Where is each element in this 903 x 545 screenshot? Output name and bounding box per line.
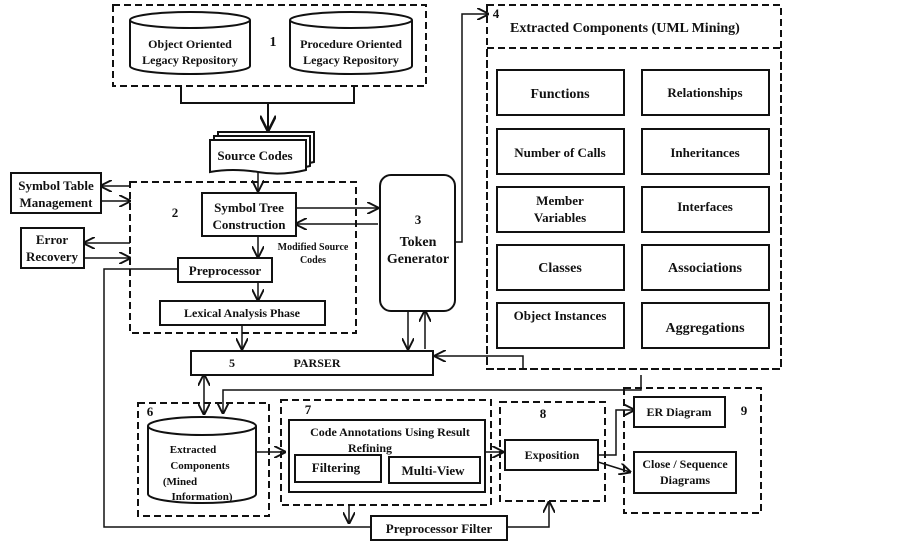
exposition-label: Exposition bbox=[525, 448, 580, 462]
er-diagram-label: ER Diagram bbox=[647, 405, 712, 419]
group-number-3: 3 bbox=[415, 212, 422, 227]
group-number-9: 9 bbox=[741, 403, 748, 418]
group-number-4: 4 bbox=[493, 6, 500, 21]
source-codes-label: Source Codes bbox=[217, 148, 292, 163]
group-number-2: 2 bbox=[172, 205, 179, 220]
token-generator-box bbox=[379, 174, 456, 312]
associations-label: Associations bbox=[668, 261, 742, 276]
functions-box bbox=[496, 69, 625, 116]
output-diagrams-group bbox=[623, 387, 762, 514]
parser-label: PARSER bbox=[293, 356, 340, 370]
lexical-analysis-label: Lexical Analysis Phase bbox=[184, 306, 301, 320]
mined-info-label-3: (Mined bbox=[163, 476, 197, 488]
functions-label: Functions bbox=[530, 87, 590, 102]
annotations-label-2: Refining bbox=[348, 441, 392, 455]
inheritances-box bbox=[641, 128, 770, 175]
oo-repository-cylinder bbox=[129, 11, 251, 75]
mined-info-cylinder bbox=[147, 416, 257, 504]
modified-source-label-1: Modified Source bbox=[278, 242, 349, 253]
group-number-1: 1 bbox=[270, 35, 277, 50]
interfaces-box bbox=[641, 186, 770, 233]
multi-view-box bbox=[388, 456, 481, 484]
token-generator-label-1: Token bbox=[400, 235, 437, 250]
token-to-components-arrow bbox=[455, 14, 488, 243]
preprocessor-filter-label: Preprocessor Filter bbox=[386, 521, 493, 536]
source-codes-document bbox=[209, 131, 315, 175]
mined-info-label-2: Components bbox=[170, 460, 230, 472]
inheritances-label: Inheritances bbox=[670, 145, 739, 160]
preprocessor-box bbox=[177, 257, 273, 283]
lexical-group bbox=[129, 181, 357, 334]
modified-source-label-2: Codes bbox=[300, 255, 326, 266]
relationships-box bbox=[641, 69, 770, 116]
number-of-calls-box bbox=[496, 128, 625, 175]
filtering-label: Filtering bbox=[312, 460, 361, 475]
group-number-8: 8 bbox=[540, 406, 547, 421]
member-variables-label-2: Variables bbox=[534, 210, 586, 225]
mined-info-label-4: Information) bbox=[171, 491, 232, 503]
annotations-group bbox=[280, 399, 492, 506]
symbol-table-label-2: Management bbox=[20, 195, 94, 210]
object-instances-label: Object Instances bbox=[514, 308, 607, 323]
mined-info-label-1: Extracted bbox=[170, 444, 216, 456]
lexical-analysis-box bbox=[159, 300, 326, 326]
oo-repository-label-1: Object Oriented bbox=[148, 37, 232, 51]
interfaces-label: Interfaces bbox=[677, 199, 733, 214]
close-sequence-box bbox=[633, 451, 737, 494]
member-variables-label-1: Member bbox=[536, 193, 584, 208]
symbol-table-box bbox=[10, 172, 102, 214]
token-generator-label-2: Generator bbox=[387, 252, 449, 267]
components-to-parser-arrow bbox=[435, 356, 524, 369]
number-of-calls-label: Number of Calls bbox=[514, 145, 605, 160]
filtering-box bbox=[294, 454, 382, 483]
group-number-6: 6 bbox=[147, 404, 154, 419]
preprocessor-filter-box bbox=[370, 515, 508, 541]
oo-repository-label-2: Legacy Repository bbox=[142, 53, 238, 67]
mined-info-group bbox=[137, 402, 270, 517]
multi-view-label: Multi-View bbox=[401, 463, 465, 478]
exposition-to-er-arrow bbox=[598, 410, 634, 456]
filter-to-exposition-arrow bbox=[507, 502, 549, 528]
group-number-5: 5 bbox=[229, 356, 235, 370]
symbol-tree-box bbox=[201, 192, 297, 237]
repo-merge-line bbox=[180, 86, 355, 104]
member-variables-box bbox=[496, 186, 625, 233]
aggregations-box bbox=[641, 302, 770, 349]
close-sequence-label-2: Diagrams bbox=[660, 473, 710, 487]
exposition-to-sequence-arrow bbox=[597, 461, 630, 472]
group-number-7: 7 bbox=[305, 402, 312, 417]
po-repository-label-2: Legacy Repository bbox=[303, 53, 399, 67]
symbol-tree-label-1: Symbol Tree bbox=[214, 200, 284, 215]
error-recovery-box bbox=[20, 227, 85, 269]
uml-mining-inner-group bbox=[486, 47, 782, 370]
associations-box bbox=[641, 244, 770, 291]
classes-box bbox=[496, 244, 625, 291]
preprocessor-feedback-line bbox=[103, 268, 370, 528]
mining-to-mined-line bbox=[223, 375, 642, 413]
error-recovery-label-1: Error bbox=[36, 232, 68, 247]
repository-group bbox=[112, 4, 427, 87]
er-diagram-box bbox=[633, 396, 726, 428]
exposition-group bbox=[499, 401, 606, 502]
relationships-label: Relationships bbox=[667, 85, 742, 100]
classes-label: Classes bbox=[538, 261, 582, 276]
uml-mining-title: Extracted Components (UML Mining) bbox=[510, 21, 740, 36]
object-instances-box bbox=[496, 302, 625, 349]
aggregations-label: Aggregations bbox=[665, 321, 745, 336]
parser-box bbox=[190, 350, 434, 376]
symbol-table-label-1: Symbol Table bbox=[18, 178, 94, 193]
po-repository-label-1: Procedure Oriented bbox=[300, 37, 402, 51]
symbol-tree-label-2: Construction bbox=[213, 217, 287, 232]
preprocessor-label: Preprocessor bbox=[189, 263, 262, 278]
po-repository-cylinder bbox=[289, 11, 413, 75]
annotations-label-1: Code Annotations Using Result bbox=[310, 425, 470, 439]
close-sequence-label-1: Close / Sequence bbox=[642, 457, 728, 471]
error-recovery-label-2: Recovery bbox=[26, 249, 78, 264]
